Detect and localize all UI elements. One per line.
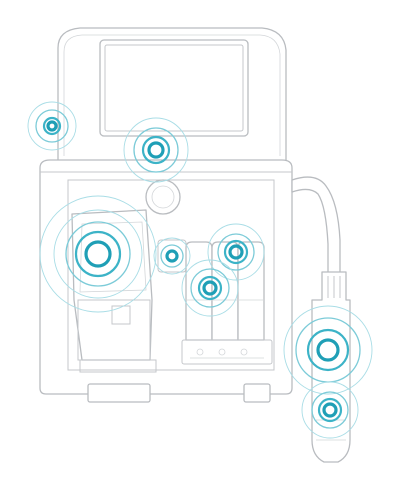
hotspot-printhead-nozzle[interactable] xyxy=(301,381,359,439)
hotspot-module-upper[interactable] xyxy=(207,223,265,281)
ink-cartridge-assembly xyxy=(71,209,157,373)
hotspot-small-valve[interactable] xyxy=(153,237,191,275)
printer-feet xyxy=(87,383,271,403)
hotspot-printhead-main[interactable] xyxy=(283,305,373,395)
display-screen xyxy=(99,39,249,137)
umbilical-hose xyxy=(291,176,341,279)
round-knob xyxy=(145,179,181,215)
hotspot-side-indicator[interactable] xyxy=(27,101,77,151)
hotspot-ink-cartridge[interactable] xyxy=(39,195,157,313)
hotspot-screen-base[interactable] xyxy=(123,117,189,183)
hotspot-module-lower[interactable] xyxy=(181,259,239,317)
